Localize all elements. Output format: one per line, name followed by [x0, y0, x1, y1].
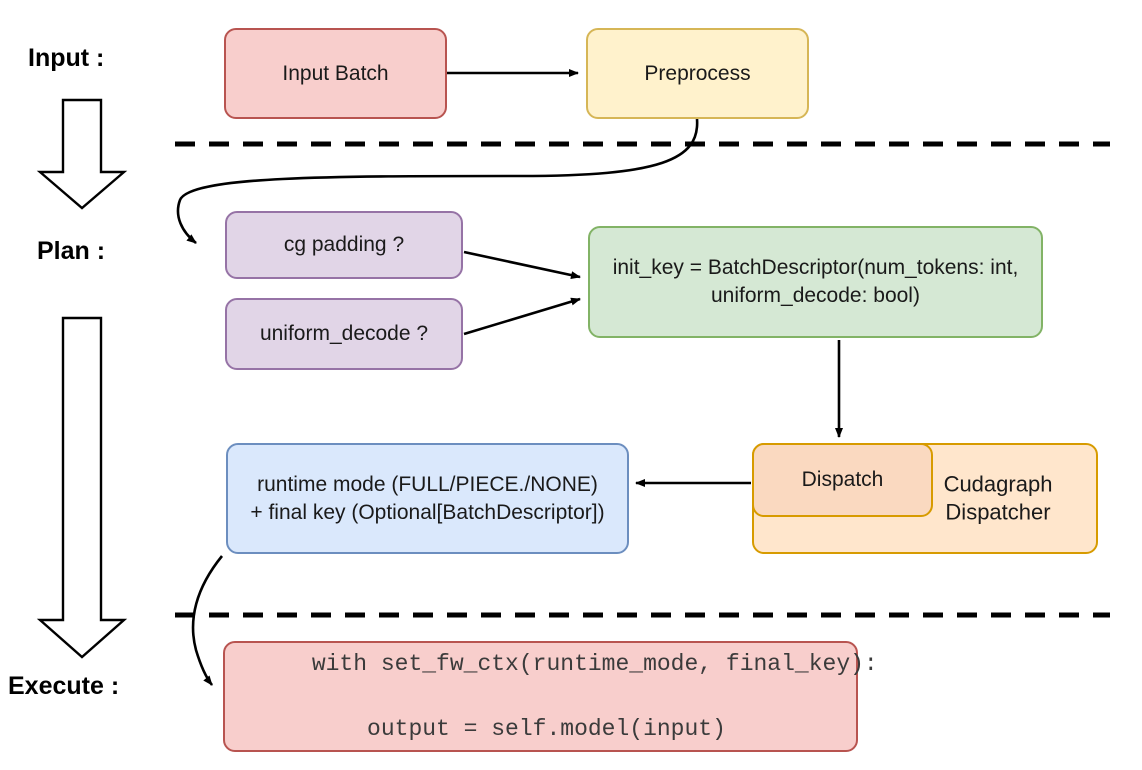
node-preprocess[interactable]: Preprocess — [586, 28, 809, 119]
cudagraph-dispatcher-line2: Dispatcher — [945, 499, 1051, 525]
node-init-key[interactable]: init_key = BatchDescriptor(num_tokens: i… — [588, 226, 1043, 338]
stage-arrow-plan-to-execute — [36, 316, 128, 659]
edge-uniform-decode-to-init-key — [463, 297, 581, 336]
stage-label-execute: Execute : — [8, 672, 120, 700]
node-init-key-line2: uniform_decode: bool) — [711, 284, 920, 307]
edge-cg-padding-to-init-key — [463, 250, 581, 280]
node-dispatch[interactable]: Dispatch — [752, 443, 933, 517]
node-cudagraph-dispatcher-label: Cudagraph Dispatcher — [918, 470, 1078, 527]
execute-code-line2: output = self.model(input) — [311, 715, 726, 742]
edge-runtime-mode-to-execute-code — [191, 555, 224, 686]
cudagraph-dispatcher-line1: Cudagraph — [943, 470, 1053, 496]
stage-arrow-input-to-plan — [36, 98, 128, 210]
stage-label-plan: Plan : — [37, 237, 106, 265]
node-uniform-decode[interactable]: uniform_decode ? — [225, 298, 463, 370]
stage-label-input: Input : — [28, 44, 105, 72]
node-cg-padding[interactable]: cg padding ? — [225, 211, 463, 279]
node-runtime-mode-line1: runtime mode (FULL/PIECE./NONE) — [257, 472, 598, 496]
execute-code-line1: with set_fw_ctx(runtime_mode, final_key)… — [311, 651, 878, 678]
node-input-batch[interactable]: Input Batch — [224, 28, 447, 119]
node-runtime-mode-line2: + final key (Optional[BatchDescriptor]) — [250, 500, 605, 524]
node-execute-code[interactable]: with set_fw_ctx(runtime_mode, final_key)… — [223, 641, 878, 752]
node-runtime-mode[interactable]: runtime mode (FULL/PIECE./NONE) + final … — [226, 443, 629, 554]
node-init-key-line1: init_key = BatchDescriptor(num_tokens: i… — [612, 256, 1019, 280]
